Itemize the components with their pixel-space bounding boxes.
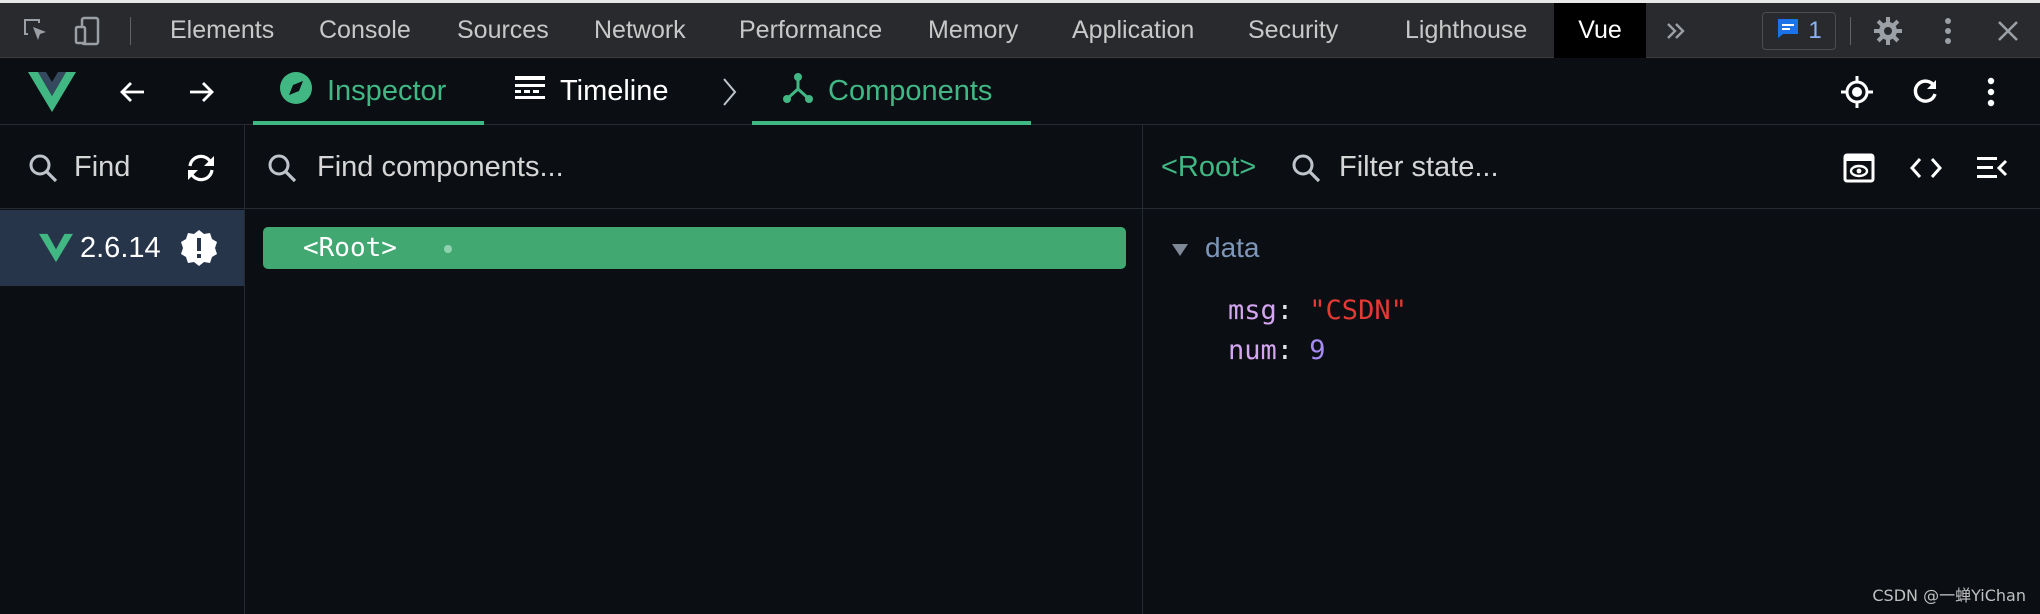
more-options-icon[interactable] <box>1976 73 2006 111</box>
section-label: data <box>1205 232 1260 263</box>
component-tree-pane: Find components... <Root> <box>245 125 1143 614</box>
tab-vue[interactable]: Vue <box>1554 3 1646 58</box>
selected-component-name: <Root> <box>1161 151 1257 183</box>
state-inspector-pane: <Root> Filter state... data msg: "CSDN" … <box>1143 125 2040 614</box>
caret-down-icon <box>1171 232 1189 264</box>
app-version: 2.6.14 <box>80 232 161 264</box>
sync-icon[interactable] <box>182 149 220 187</box>
state-row[interactable]: msg: "CSDN" <box>1228 295 1407 326</box>
node-dot <box>444 245 452 253</box>
state-row[interactable]: num: 9 <box>1228 335 1326 366</box>
issues-button[interactable]: 1 <box>1762 12 1836 50</box>
tab-security[interactable]: Security <box>1248 16 1339 44</box>
device-toolbar-icon[interactable] <box>70 13 106 49</box>
state-section-data[interactable]: data <box>1171 227 1260 269</box>
code-icon[interactable] <box>1907 149 1945 187</box>
alert-badge-icon <box>180 229 218 267</box>
tab-memory[interactable]: Memory <box>928 16 1019 44</box>
tab-application[interactable]: Application <box>1072 16 1195 44</box>
tab-elements[interactable]: Elements <box>170 16 275 44</box>
vue-devtools-toolbar: Inspector Timeline Components <box>0 58 2040 125</box>
vue-app-icon <box>38 230 74 266</box>
state-value: "CSDN" <box>1309 295 1407 326</box>
tab-lighthouse[interactable]: Lighthouse <box>1405 16 1528 44</box>
search-icon <box>1289 151 1323 185</box>
search-icon <box>265 151 299 185</box>
target-select-icon[interactable] <box>1838 73 1876 111</box>
state-key: msg <box>1228 295 1277 326</box>
kebab-menu-icon[interactable] <box>1930 13 1966 49</box>
tree-node-root[interactable]: <Root> <box>263 227 1126 269</box>
scroll-to-component-icon[interactable] <box>1840 149 1878 187</box>
apps-pane: Find 2.6.14 <box>0 125 245 614</box>
state-key: num <box>1228 335 1277 366</box>
tab-performance[interactable]: Performance <box>739 16 883 44</box>
search-icon <box>26 151 60 185</box>
tree-node-label: <Root> <box>303 233 397 263</box>
inspect-element-icon[interactable] <box>18 13 54 49</box>
message-icon <box>1776 16 1800 47</box>
vue-logo-icon <box>28 70 76 114</box>
gear-icon[interactable] <box>1870 13 1906 49</box>
more-tabs-icon[interactable] <box>1658 13 1694 49</box>
collapse-menu-icon[interactable] <box>1973 149 2011 187</box>
tab-components[interactable]: Components <box>752 58 1031 125</box>
devtools-tab-bar: Elements Console Sources Network Perform… <box>0 0 2040 58</box>
timeline-icon <box>514 74 546 110</box>
tab-network[interactable]: Network <box>594 16 686 44</box>
tab-timeline[interactable]: Timeline <box>514 58 669 125</box>
refresh-icon[interactable] <box>1906 73 1944 111</box>
watermark: CSDN @一蝉YiChan <box>1872 586 2026 605</box>
find-app-input[interactable]: Find <box>74 151 131 183</box>
find-components-input[interactable]: Find components... <box>317 151 564 183</box>
arrow-forward-icon[interactable] <box>184 75 218 109</box>
chevron-right-icon <box>716 74 744 110</box>
state-filter-row: <Root> Filter state... <box>1143 125 2040 209</box>
compass-icon <box>279 71 313 113</box>
state-value: 9 <box>1309 335 1326 366</box>
arrow-back-icon[interactable] <box>116 75 150 109</box>
filter-state-input[interactable]: Filter state... <box>1339 151 1499 183</box>
component-tree-icon <box>782 72 814 112</box>
tab-inspector[interactable]: Inspector <box>253 58 484 125</box>
close-icon[interactable] <box>1990 13 2026 49</box>
app-item[interactable]: 2.6.14 <box>0 210 244 286</box>
tab-sources[interactable]: Sources <box>457 16 549 44</box>
find-components-row: Find components... <box>245 125 1142 209</box>
find-app-row: Find <box>0 125 244 209</box>
issues-count: 1 <box>1808 17 1822 44</box>
tab-console[interactable]: Console <box>319 16 411 44</box>
